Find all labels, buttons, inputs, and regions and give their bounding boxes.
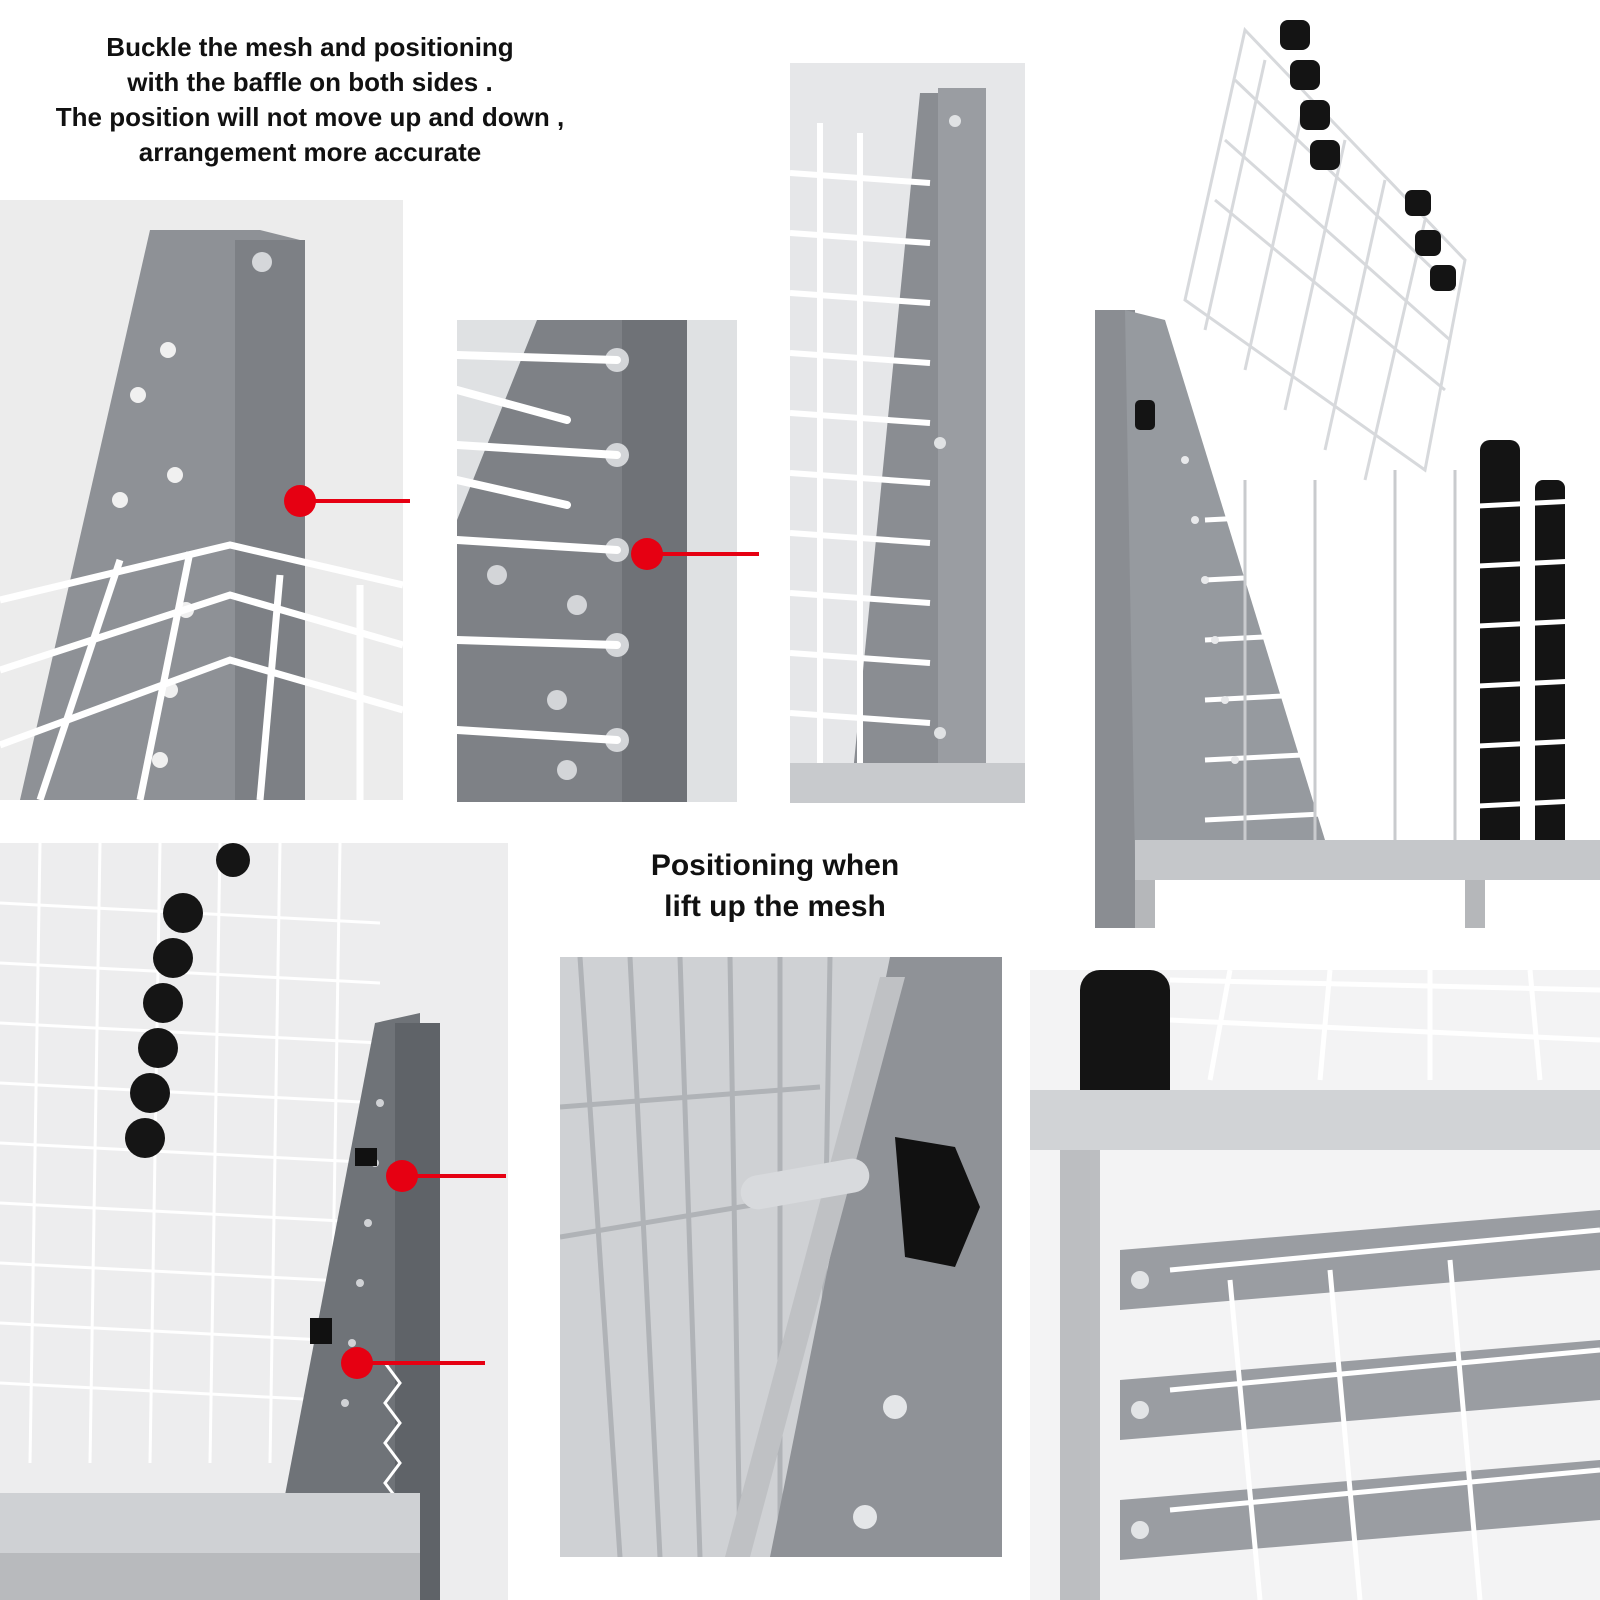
photo-frame-closeup (1030, 970, 1600, 1600)
caption-line: lift up the mesh (664, 890, 886, 923)
frame-closeup-illustration (1030, 970, 1600, 1600)
pin-closeup-illustration (560, 957, 1002, 1557)
caption-line: The position will not move up and down , (55, 102, 565, 132)
marker-line (357, 1361, 485, 1365)
caption-line: Positioning when (650, 849, 900, 882)
bracket-rail-illustration (790, 63, 1025, 803)
marker-line (300, 499, 410, 503)
marker-line (402, 1174, 506, 1178)
rack-lifted-illustration (1095, 0, 1600, 928)
caption-line: with the baffle on both sides . (127, 67, 493, 97)
photo-rack-lifted-mesh (1095, 0, 1600, 928)
photo-rack-lifted-side (0, 843, 508, 1600)
caption-lift-mesh: Positioning when lift up the mesh (610, 845, 940, 927)
rack-side-illustration (0, 843, 508, 1600)
caption-buckle-mesh: Buckle the mesh and positioning with the… (20, 30, 600, 170)
marker-line (647, 552, 759, 556)
caption-line: Buckle the mesh and positioning (106, 32, 514, 62)
slot-closeup-illustration (457, 320, 737, 802)
photo-pin-closeup (560, 957, 1002, 1557)
photo-slot-closeup (457, 320, 737, 802)
caption-line: arrangement more accurate (138, 137, 482, 167)
photo-bracket-rail-side (790, 63, 1025, 803)
